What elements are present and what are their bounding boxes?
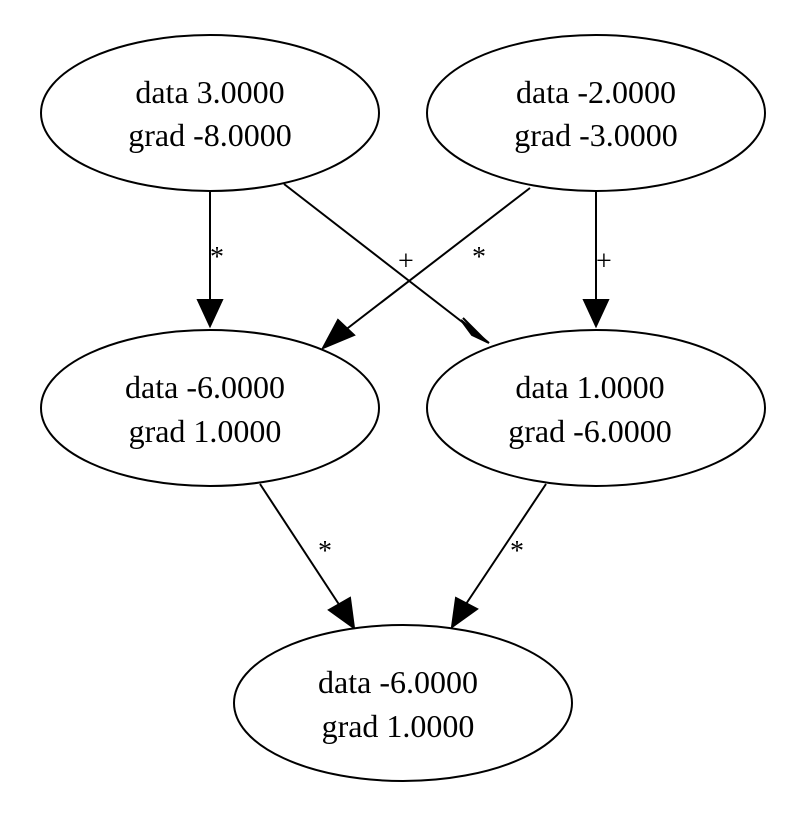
edge-b-to-c-arrowhead [320,318,356,351]
edge-a-to-c-label: * [210,242,224,273]
node-b: data -2.0000 grad -3.0000 [426,34,766,192]
node-a: data 3.0000 grad -8.0000 [40,34,380,192]
node-e-grad-label: grad 1.0000 [322,708,475,744]
edge-b-to-d-arrowhead [582,299,610,329]
node-a-ellipse [40,34,380,192]
edge-b-to-d-label: + [596,246,612,277]
edge-d-to-e: * [450,483,547,630]
node-a-data-label: data 3.0000 [135,74,284,110]
edge-b-to-d: + [582,190,612,329]
node-c-grad-label: grad 1.0000 [129,413,282,449]
edge-a-to-c-arrowhead [196,299,224,329]
edge-b-to-c-line [343,187,531,332]
edge-c-to-e: * [259,483,356,631]
edge-d-to-e-line [465,483,547,605]
edge-c-to-e-arrowhead [327,596,356,631]
node-b-data-label: data -2.0000 [516,74,676,110]
node-b-ellipse [426,34,766,192]
node-d-ellipse [426,329,766,487]
node-e-data-label: data -6.0000 [318,664,478,700]
edge-b-to-c-label: * [472,242,486,273]
edge-b-to-c: * [320,187,531,351]
node-d-grad-label: grad -6.0000 [508,413,672,449]
node-e-ellipse [233,624,573,782]
edge-c-to-e-line [259,483,341,607]
edge-d-to-e-arrowhead [450,596,479,630]
node-b-grad-label: grad -3.0000 [514,117,678,153]
edge-a-to-c: * [196,190,224,329]
node-e: data -6.0000 grad 1.0000 [233,624,573,782]
node-d-data-label: data 1.0000 [515,369,664,405]
edge-a-to-d-line [283,183,471,329]
node-c-ellipse [40,329,380,487]
edge-a-to-d-label: + [398,246,414,277]
node-c-data-label: data -6.0000 [125,369,285,405]
edge-a-to-d: + [283,183,490,344]
node-d: data 1.0000 grad -6.0000 [426,329,766,487]
node-c: data -6.0000 grad 1.0000 [40,329,380,487]
edge-c-to-e-label: * [318,536,332,567]
edge-a-to-d-arrowhead-fill [460,319,490,344]
node-a-grad-label: grad -8.0000 [128,117,292,153]
edge-d-to-e-label: * [510,536,524,567]
